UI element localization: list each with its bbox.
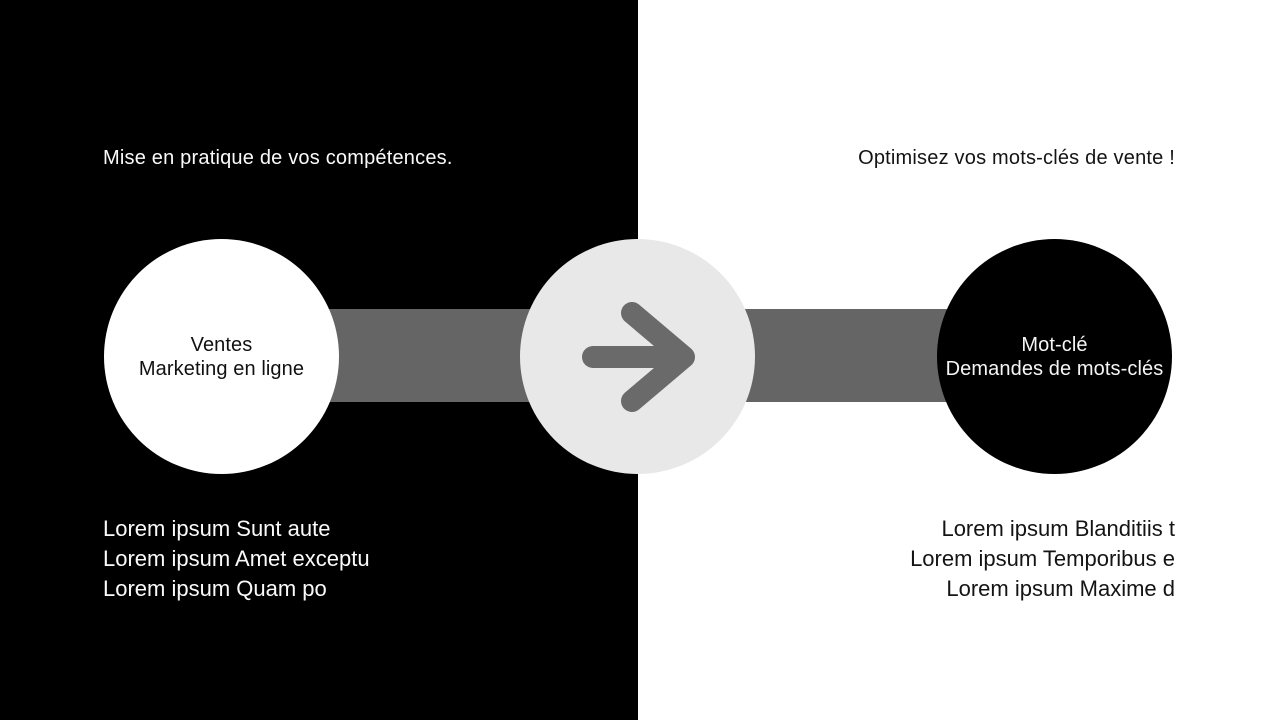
left-list-item: Lorem ipsum Sunt aute	[103, 516, 331, 541]
right-list: Lorem ipsum Blanditiis t Lorem ipsum Tem…	[910, 514, 1175, 604]
left-list-item: Lorem ipsum Amet exceptu	[103, 546, 370, 571]
right-heading: Optimisez vos mots-clés de vente !	[858, 147, 1175, 169]
center-circle	[520, 239, 755, 474]
right-circle: Mot-clé Demandes de mots-clés	[937, 239, 1172, 474]
left-list: Lorem ipsum Sunt aute Lorem ipsum Amet e…	[103, 514, 370, 604]
right-list-item: Lorem ipsum Blanditiis t	[941, 516, 1175, 541]
left-circle-label-line1: Ventes	[190, 333, 253, 356]
right-circle-label-line2: Demandes de mots-clés	[945, 357, 1164, 380]
arrow-right-icon	[582, 302, 695, 412]
left-circle-label-line2: Marketing en ligne	[138, 357, 305, 380]
right-list-item: Lorem ipsum Temporibus e	[910, 546, 1175, 571]
left-list-item: Lorem ipsum Quam po	[103, 576, 327, 601]
left-heading: Mise en pratique de vos compétences.	[103, 147, 453, 169]
right-circle-label: Mot-clé Demandes de mots-clés	[946, 333, 1164, 381]
left-circle-label: Ventes Marketing en ligne	[139, 333, 304, 381]
left-circle: Ventes Marketing en ligne	[104, 239, 339, 474]
right-circle-label-line1: Mot-clé	[1021, 333, 1088, 356]
right-list-item: Lorem ipsum Maxime d	[946, 576, 1175, 601]
